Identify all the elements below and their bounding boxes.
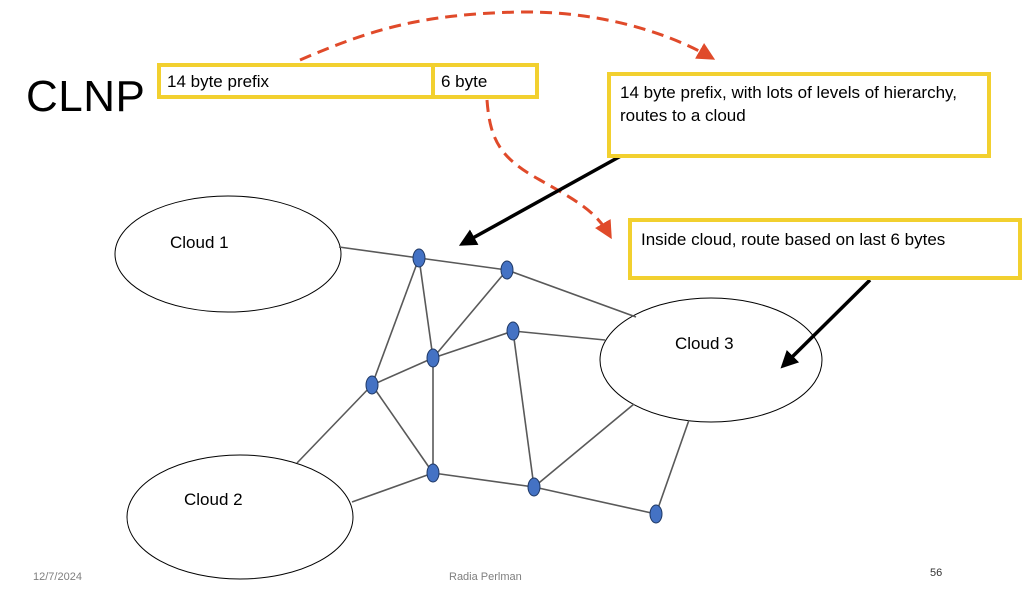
arrow-prefix-to-cloud-edge	[458, 150, 629, 246]
dashed-arrow-to-prefix-note	[299, 10, 716, 62]
footer-date: 12/7/2024	[33, 571, 82, 583]
router-node	[506, 321, 520, 341]
router-node	[527, 477, 541, 497]
router-node	[426, 348, 440, 368]
slide-title: CLNP	[26, 72, 146, 121]
router-node	[426, 463, 440, 483]
prefix-callout: 14 byte prefix, with lots of levels of h…	[607, 72, 991, 158]
dashed-arrow-to-inside-note	[485, 99, 612, 240]
arrow-inside-to-cloud3	[780, 278, 872, 369]
address-suffix-field: 6 byte	[431, 63, 539, 99]
cloud-1	[114, 195, 342, 313]
inside-cloud-callout: Inside cloud, route based on last 6 byte…	[628, 218, 1022, 280]
router-node	[649, 504, 663, 524]
address-prefix-field: 14 byte prefix	[157, 63, 435, 99]
cloud-3-label: Cloud 3	[675, 334, 734, 353]
cloud-2-label: Cloud 2	[184, 490, 243, 509]
cloud-1-label: Cloud 1	[170, 233, 229, 252]
cloud-3	[599, 297, 823, 423]
router-node	[412, 248, 426, 268]
network-nodes	[365, 248, 663, 524]
footer-author: Radia Perlman	[449, 571, 522, 583]
router-node	[500, 260, 514, 280]
slide-number: 56	[930, 567, 943, 579]
cloud-2	[126, 454, 354, 580]
network-links	[296, 246, 690, 515]
router-node	[365, 375, 379, 395]
